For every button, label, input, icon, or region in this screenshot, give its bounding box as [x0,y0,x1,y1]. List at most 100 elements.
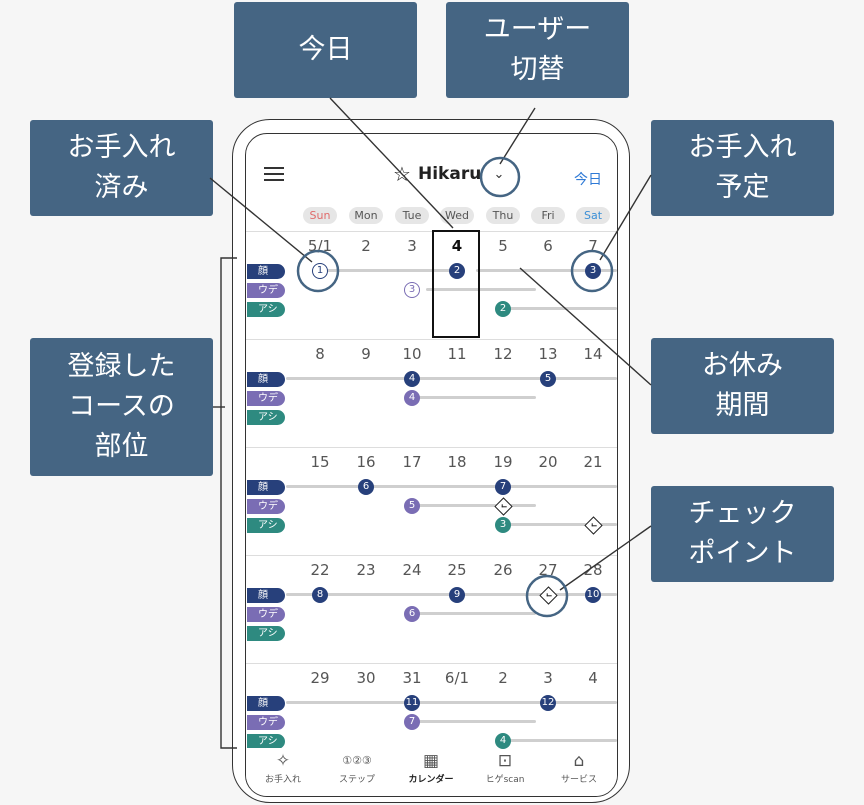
part-tag: ウデ [247,391,285,406]
schedule-bar [506,307,617,310]
day-number[interactable]: 27 [538,561,558,579]
schedule-bar [416,720,536,723]
day-number[interactable]: 17 [402,453,422,471]
hamburger-icon[interactable] [264,167,284,181]
day-number[interactable]: 6 [543,237,553,255]
day-number[interactable]: 28 [583,561,603,579]
schedule-bar [416,396,536,399]
day-number[interactable]: 31 [402,669,422,687]
course-mark[interactable]: 5 [540,371,556,387]
day-number[interactable]: 2 [498,669,508,687]
day-number[interactable]: 5/1 [307,237,333,255]
day-number[interactable]: 6/1 [444,669,470,687]
callout-today: 今日 [234,2,417,98]
course-mark[interactable]: 3 [585,263,601,279]
day-number[interactable]: 21 [583,453,603,471]
today-button[interactable]: 今日 [574,172,602,188]
schedule-bar [286,377,617,380]
course-mark[interactable]: 7 [404,714,420,730]
day-number[interactable]: 10 [402,345,422,363]
course-mark[interactable]: 7 [495,479,511,495]
weekday-label: Wed [440,207,474,224]
weekday-label: Fri [531,207,565,224]
day-number[interactable]: 26 [493,561,513,579]
part-tag: アシ [247,410,285,425]
weekday-label: Sun [303,207,337,224]
course-mark[interactable]: 11 [404,695,420,711]
part-tag: ウデ [247,715,285,730]
nav-item[interactable]: ⊡ ヒゲscan [468,748,542,785]
day-number[interactable]: 24 [402,561,422,579]
sparkle-icon: ✧ [275,751,291,771]
day-number[interactable]: 3 [543,669,553,687]
course-mark[interactable]: 3 [495,517,511,533]
course-mark[interactable]: 5 [404,498,420,514]
calendar-week: 15 16 17 18 19 20 21 顔ウデアシ [246,447,617,555]
day-number[interactable]: 4 [588,669,598,687]
day-number[interactable]: 25 [447,561,467,579]
nav-label: サービス [560,775,597,785]
scan-icon: ⊡ [497,751,513,771]
callout-rest-period: お休み 期間 [651,338,834,434]
gift-icon: ⌂ [573,751,585,771]
part-tag: 顔 [247,480,285,495]
user-name: Hikaru [418,164,482,184]
day-number[interactable]: 16 [356,453,376,471]
course-mark[interactable]: 6 [358,479,374,495]
course-mark[interactable]: 4 [404,390,420,406]
course-mark[interactable]: 2 [495,301,511,317]
nav-item[interactable]: ⌂ サービス [542,748,616,785]
part-tag: アシ [247,518,285,533]
day-number[interactable]: 14 [583,345,603,363]
day-number[interactable]: 22 [310,561,330,579]
day-number[interactable]: 29 [310,669,330,687]
day-number[interactable]: 4 [451,237,463,255]
course-mark[interactable]: 4 [404,371,420,387]
part-tag: 顔 [247,264,285,279]
day-number[interactable]: 7 [588,237,598,255]
nav-label: ヒゲscan [485,775,525,785]
day-number[interactable]: 5 [498,237,508,255]
course-mark[interactable]: 4 [495,733,511,749]
schedule-bar [506,739,617,742]
course-mark[interactable]: 9 [449,587,465,603]
schedule-bar [426,288,536,291]
nav-label: ステップ [338,775,375,785]
day-number[interactable]: 23 [356,561,376,579]
schedule-bar [326,269,456,272]
part-tag: ウデ [247,283,285,298]
day-number[interactable]: 3 [407,237,417,255]
schedule-bar [506,523,617,526]
schedule-bar [416,504,536,507]
day-number[interactable]: 18 [447,453,467,471]
nav-item[interactable]: ✧ お手入れ [246,748,320,785]
day-number[interactable]: 9 [361,345,371,363]
day-number[interactable]: 30 [356,669,376,687]
course-mark[interactable]: 2 [449,263,465,279]
day-number[interactable]: 20 [538,453,558,471]
day-number[interactable]: 12 [493,345,513,363]
weekday-label: Sat [576,207,610,224]
callout-checkpoint: チェック ポイント [651,486,834,582]
day-number[interactable]: 11 [447,345,467,363]
course-mark[interactable]: 6 [404,606,420,622]
day-number[interactable]: 8 [315,345,325,363]
done-mark[interactable]: 1 [312,263,328,279]
day-number[interactable]: 15 [310,453,330,471]
day-number[interactable]: 2 [361,237,371,255]
course-mark[interactable]: 10 [585,587,601,603]
nav-label: お手入れ [264,775,301,785]
nav-item[interactable]: ▦カレンダー [394,748,468,785]
course-mark[interactable]: 8 [312,587,328,603]
calendar-icon: ▦ [422,751,440,771]
part-tag: ウデ [247,607,285,622]
chevron-down-icon[interactable]: ⌄ [493,167,505,182]
day-number[interactable]: 13 [538,345,558,363]
day-number[interactable]: 19 [493,453,513,471]
done-mark[interactable]: 3 [404,282,420,298]
part-tag: ウデ [247,499,285,514]
app-header: ☆ Hikaru ⌄ 今日 [246,134,617,204]
course-mark[interactable]: 12 [540,695,556,711]
part-tag: 顔 [247,696,285,711]
